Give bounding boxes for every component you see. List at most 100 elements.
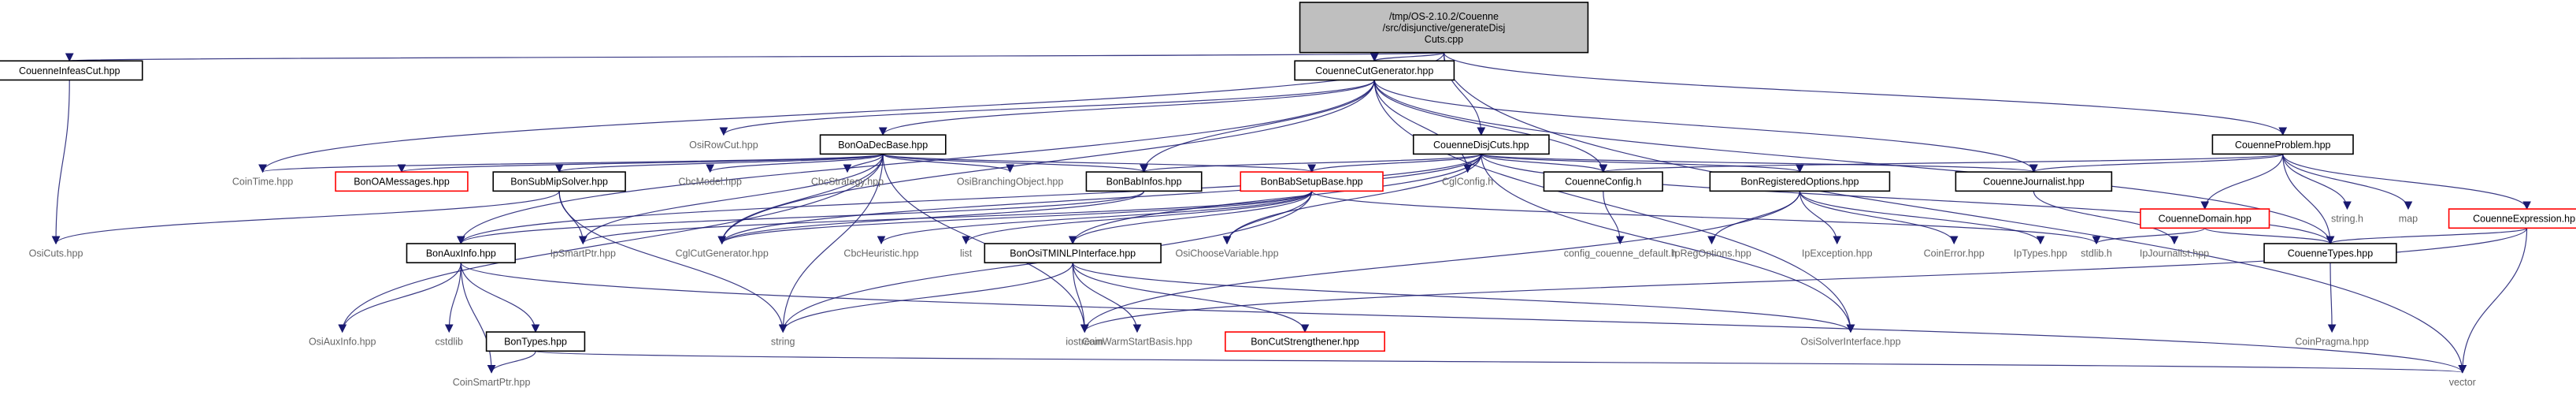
node-cstdlib: cstdlib <box>436 337 463 348</box>
edge-couennetypes-to-coinpragma <box>2327 263 2337 333</box>
node-box <box>2263 243 2397 264</box>
node-ipregoptions: IpRegOptions.hpp <box>1672 248 1751 259</box>
node-label: CouenneDisjCuts.hpp <box>1433 140 1529 151</box>
edge-cutgen-to-oadec <box>878 80 1375 136</box>
edge-couenneexpr-to-iostream <box>1080 228 2528 333</box>
node-label: OsiAuxInfo.hpp <box>309 337 376 348</box>
node-couenneconfig[interactable]: CouenneConfig.h <box>1543 171 1663 192</box>
node-box <box>1955 171 2113 192</box>
node-couennetypes[interactable]: CouenneTypes.hpp <box>2263 243 2397 264</box>
node-couennedomain[interactable]: CouenneDomain.hpp <box>2140 208 2270 229</box>
node-stringh: string.h <box>2331 214 2363 225</box>
node-cutstrength[interactable]: BonCutStrengthener.hpp <box>1225 331 1385 352</box>
edge-oadec-to-babsetup <box>882 153 1316 173</box>
node-label: vector <box>2449 377 2476 388</box>
node-cbcstrategy: CbcStrategy.hpp <box>811 177 884 188</box>
node-label: OsiCuts.hpp <box>29 248 83 259</box>
node-string: string <box>771 337 795 348</box>
edge-submip-to-string <box>558 191 788 333</box>
edge-infeas-to-osicuts <box>51 80 70 245</box>
edge-babsetup-to-tminlp <box>1068 191 1313 245</box>
node-cglcutgen: CglCutGenerator.hpp <box>676 248 769 259</box>
node-box <box>1294 60 1455 81</box>
node-label: CoinError.hpp <box>1924 248 1985 259</box>
edge-problem-to-couennedomain <box>2200 154 2284 210</box>
edge-oadec-to-ipsmartptr <box>578 154 884 245</box>
node-label: CoinTime.hpp <box>232 177 293 188</box>
node-box <box>1085 171 1203 192</box>
node-box <box>2140 208 2270 229</box>
node-root[interactable]: /tmp/OS-2.10.2/Couenne/src/disjunctive/g… <box>1299 2 1589 54</box>
node-box <box>492 171 626 192</box>
edge-babsetup-to-stdlib <box>1311 190 2101 245</box>
node-auxinfo[interactable]: BonAuxInfo.hpp <box>406 243 517 264</box>
edge-babsetup-to-ipsmartptr <box>579 190 1313 245</box>
node-label: IpJournalist.hpp <box>2140 248 2209 259</box>
node-coinwarm: CoinWarmStartBasis.hpp <box>1082 337 1192 348</box>
edge-auxinfo-to-vector <box>460 263 2467 374</box>
node-label: CoinSmartPtr.hpp <box>453 377 531 388</box>
node-label: IpSmartPtr.hpp <box>550 248 616 259</box>
node-label: CbcModel.hpp <box>678 177 742 188</box>
edge-tminlp-to-coinwarm <box>1072 263 1142 333</box>
edge-root-to-cutgen <box>1370 52 1445 62</box>
node-label: CouenneProblem.hpp <box>2235 140 2331 151</box>
node-problem[interactable]: CouenneProblem.hpp <box>2211 134 2354 155</box>
node-couenneexpr[interactable]: CouenneExpression.hpp <box>2448 208 2576 229</box>
node-journalist[interactable]: CouenneJournalist.hpp <box>1955 171 2113 192</box>
edge-bontypes-to-vector <box>535 350 2466 374</box>
edge-couenneexpr-to-couennetypes <box>2326 227 2528 245</box>
node-cbcheuristic: CbcHeuristic.hpp <box>843 248 918 259</box>
node-label: BonRegisteredOptions.hpp <box>1740 177 1859 188</box>
edge-problem-to-stringh <box>2282 154 2352 210</box>
node-box <box>984 243 1162 264</box>
edge-oadec-to-string <box>778 154 884 333</box>
edge-oadec-to-babinfos <box>882 153 1148 173</box>
node-label: CglCutGenerator.hpp <box>676 248 769 259</box>
edge-regopts-to-coinerror <box>1799 191 1959 245</box>
node-tminlp[interactable]: BonOsiTMINLPInterface.hpp <box>984 243 1162 264</box>
node-label: OsiBranchingObject.hpp <box>957 177 1064 188</box>
node-label: string.h <box>2331 214 2363 225</box>
node-box <box>406 243 517 264</box>
edge-oadec-to-cbcstrategy <box>843 154 884 173</box>
node-osicuts: OsiCuts.hpp <box>29 248 83 259</box>
node-ipexception: IpException.hpp <box>1802 248 1873 259</box>
node-babsetup[interactable]: BonBabSetupBase.hpp <box>1240 171 1384 192</box>
node-cbcmodel: CbcModel.hpp <box>678 177 742 188</box>
node-box <box>0 60 143 81</box>
node-cglconfig: CglConfig.h <box>1442 177 1493 188</box>
edge-tminlp-to-string <box>778 263 1073 333</box>
edge-disjcuts-to-journalist <box>1481 153 2038 173</box>
edge-disjcuts-to-couenneconfig <box>1481 153 1608 173</box>
node-coinpragma: CoinPragma.hpp <box>2295 337 2369 348</box>
node-cutgen[interactable]: CouenneCutGenerator.hpp <box>1294 60 1455 81</box>
edge-disjcuts-to-osisolver <box>1481 154 1855 333</box>
edge-regopts-to-ipregoptions <box>1707 191 1800 245</box>
node-label: cstdlib <box>436 337 463 348</box>
node-label: BonOsiTMINLPInterface.hpp <box>1010 248 1136 259</box>
edge-regopts-to-iostream <box>1080 191 1800 333</box>
node-stdlib: stdlib.h <box>2081 248 2112 259</box>
node-infeas[interactable]: CouenneInfeasCut.hpp <box>0 60 143 81</box>
node-oamessages[interactable]: BonOAMessages.hpp <box>335 171 469 192</box>
node-babinfos[interactable]: BonBabInfos.hpp <box>1085 171 1203 192</box>
edge-tminlp-to-osisolver <box>1072 263 1855 333</box>
edge-oadec-to-osibranching <box>882 153 1014 173</box>
node-disjcuts[interactable]: CouenneDisjCuts.hpp <box>1412 134 1550 155</box>
edge-cutgen-to-couenneconfig <box>1373 80 1608 173</box>
node-bontypes[interactable]: BonTypes.hpp <box>485 331 586 352</box>
node-ipsmartptr: IpSmartPtr.hpp <box>550 248 616 259</box>
node-box <box>819 134 947 155</box>
node-box <box>1543 171 1663 192</box>
edge-babsetup-to-cbcheuristic <box>877 191 1313 245</box>
node-label: CbcStrategy.hpp <box>811 177 884 188</box>
edge-problem-to-couennetypes <box>2282 154 2335 245</box>
node-regopts[interactable]: BonRegisteredOptions.hpp <box>1709 171 1891 192</box>
edge-disjcuts-to-tminlp <box>1068 154 1482 245</box>
node-label: map <box>2399 214 2418 225</box>
edge-oadec-to-cglcutgen <box>717 154 884 245</box>
edge-disjcuts-to-regopts <box>1481 153 1804 173</box>
node-submip[interactable]: BonSubMipSolver.hpp <box>492 171 626 192</box>
node-oadec[interactable]: BonOaDecBase.hpp <box>819 134 947 155</box>
